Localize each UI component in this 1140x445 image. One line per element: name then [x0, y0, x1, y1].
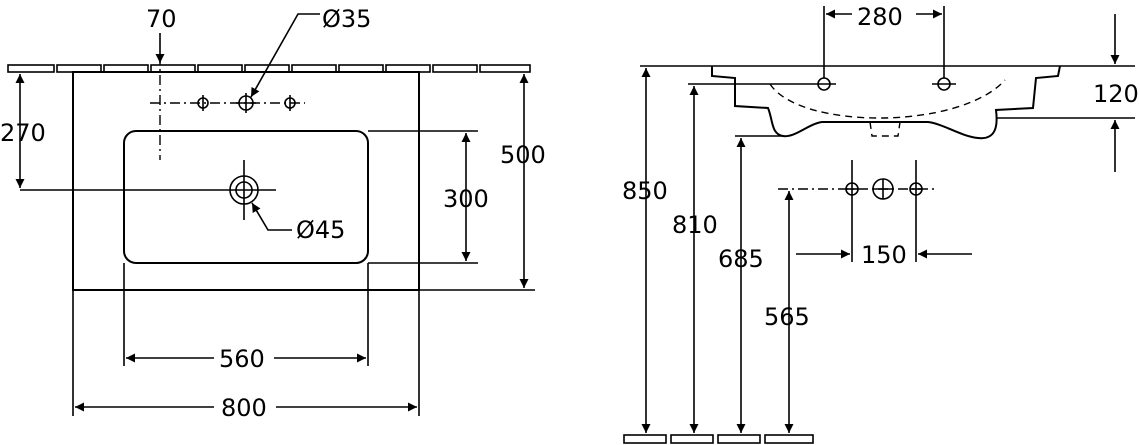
- bowl-outline: [123, 130, 369, 264]
- dim-outer-depth: 500: [500, 141, 546, 169]
- valve-left: [845, 182, 859, 196]
- plan-view: 70 Ø35 270 500 300 Ø45 560 800: [0, 5, 546, 422]
- tap-hole: [236, 93, 256, 113]
- side-view: 280 120 850 810 685: [622, 3, 1139, 444]
- dim-valve-height: 565: [764, 303, 810, 331]
- dim-overflow-depth: 270: [0, 119, 46, 147]
- side-tap-hole-right: [932, 77, 956, 91]
- basin-profile: [711, 65, 1061, 140]
- dim-overall-height: 850: [622, 177, 668, 205]
- optional-tap-hole-right: [284, 95, 296, 111]
- valve-right: [909, 182, 923, 196]
- optional-tap-hole-left: [197, 95, 209, 111]
- dim-bowl-width: 560: [219, 345, 265, 373]
- dim-rim-height: 120: [1093, 80, 1139, 108]
- dim-bowl-depth: 300: [443, 185, 489, 213]
- dim-waste-hole: Ø45: [296, 216, 345, 244]
- dim-tap-hole: Ø35: [322, 5, 371, 33]
- dim-valve-spacing: 150: [861, 241, 907, 269]
- basin-outline: [72, 71, 420, 291]
- side-tap-hole-left: [812, 77, 836, 91]
- dim-rim-level: 810: [672, 211, 718, 239]
- dim-tap-spacing: 280: [857, 3, 903, 31]
- waste-hole: [20, 160, 276, 220]
- floor-tiles: [623, 434, 814, 444]
- dim-underside-level: 685: [718, 245, 764, 273]
- valve-center: [872, 178, 894, 200]
- dim-overall-width: 800: [221, 394, 267, 422]
- dim-tap-offset: 70: [146, 5, 177, 33]
